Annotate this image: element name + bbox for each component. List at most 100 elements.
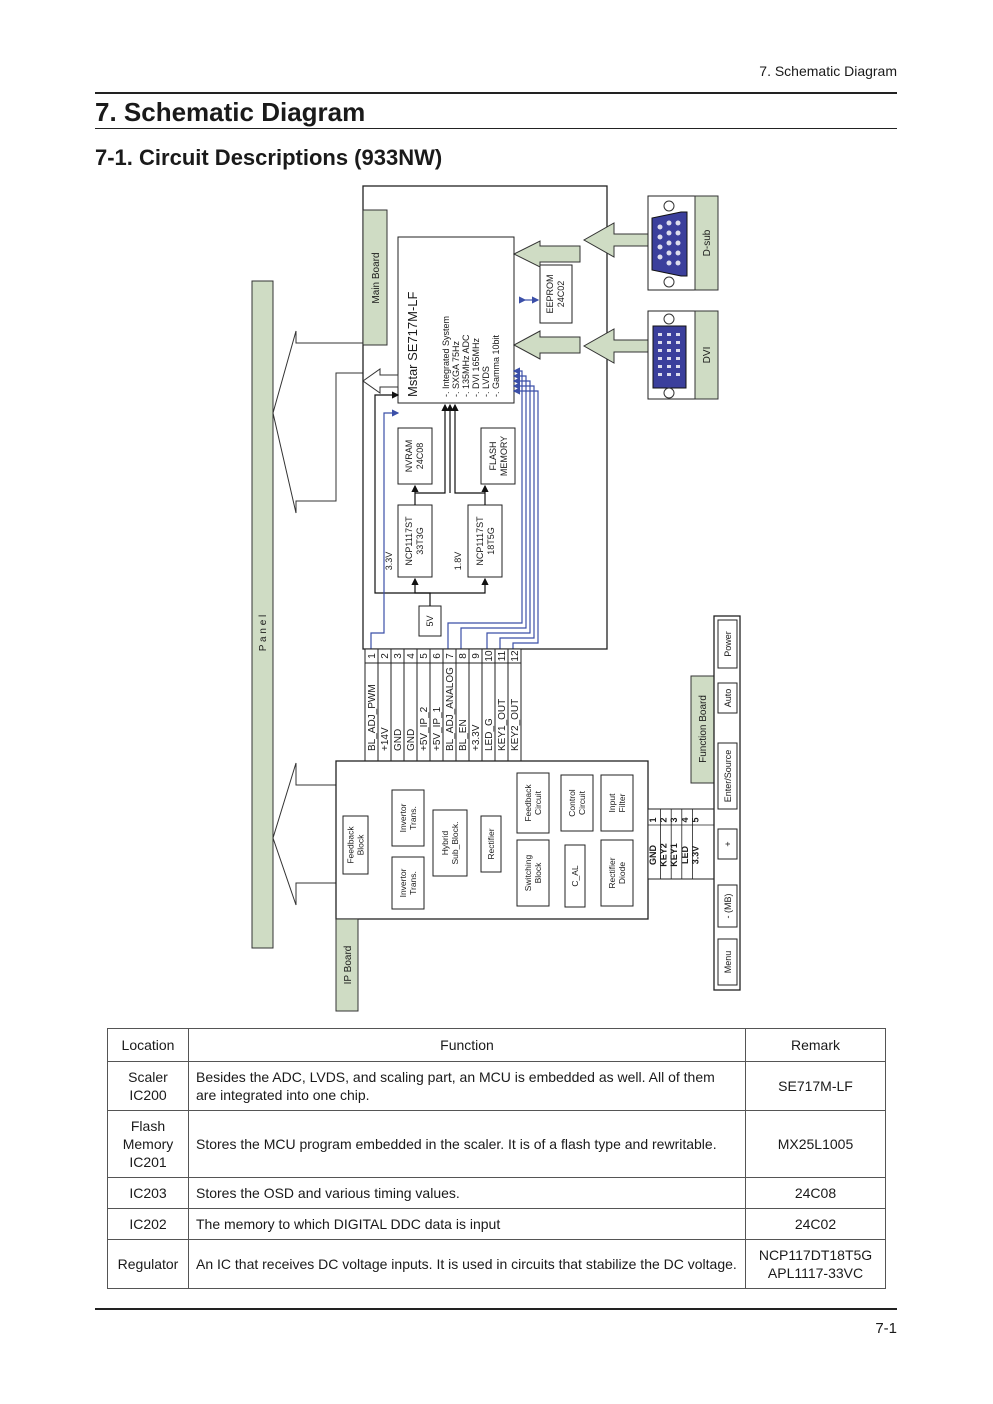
function-button-label: Auto [723, 689, 733, 708]
table-header-row: Location Function Remark [107, 1028, 886, 1062]
pin-number: 3 [393, 653, 404, 659]
ip-block-label: Block [533, 862, 543, 884]
ip-block-label: Switching [523, 855, 533, 892]
fb-pin-name: 3.3V [690, 846, 700, 865]
pin-name: BL_EN [458, 719, 469, 751]
function-button-2: Enter/Source [717, 742, 738, 810]
fb-pin-name: GND [648, 845, 658, 866]
running-header: 7. Schematic Diagram [759, 63, 897, 79]
col-remark: Remark [745, 1028, 886, 1062]
pin-name: KEY1_OUT [497, 699, 508, 751]
panel-block: P a n e l [251, 280, 274, 949]
function-button-label: Menu [723, 951, 733, 974]
scaler-feature-1: -. Integrated System [441, 316, 451, 397]
function-button-5: Menu [717, 938, 738, 986]
dvi-to-scaler-arrow [512, 328, 649, 364]
ip-block-label: Trans. [408, 871, 418, 895]
flash-label: FLASH [488, 441, 498, 470]
flash-label-2: MEMORY [499, 436, 509, 476]
section-title: 7-1. Circuit Descriptions (933NW) [95, 145, 443, 170]
pin-number: 11 [497, 650, 508, 661]
location-cell: IC203 [107, 1177, 189, 1209]
scaler-to-panel-arrow [362, 368, 399, 394]
fb-pin-number: 5 [690, 817, 700, 822]
ip-block-label: Sub_Block. [450, 822, 460, 865]
flash-memory-block: FLASH MEMORY [480, 427, 516, 485]
pin-name: LED_G [484, 718, 495, 751]
ip-block-label: Hybrid [440, 830, 450, 855]
dsub-to-scaler-arrow [512, 222, 649, 268]
reg1-label: NCP1117ST [404, 516, 414, 566]
pin-number: 6 [432, 653, 443, 659]
eeprom-label: EEPROM [545, 274, 555, 313]
function-button-label: + [723, 841, 733, 846]
function-button-1: Auto [717, 682, 738, 714]
pin-number: 4 [406, 653, 417, 659]
fb-pin-name: KEY1 [669, 843, 679, 867]
remark-cell-line: MX25L1005 [777, 1136, 854, 1152]
nvram-label: NVRAM [404, 440, 414, 473]
page-title: 7. Schematic Diagram [95, 92, 897, 129]
ip-block-label: Feedback [523, 784, 533, 822]
eeprom-part: 24C02 [556, 281, 566, 308]
5v-block: 5V [418, 605, 442, 637]
main-board-label: Main Board [371, 252, 382, 303]
pin-number: 2 [380, 653, 391, 659]
pin-columns: 1BL_ADJ_PWM2+14V3GND4GND5+5V_IP_26+5V_IP… [367, 649, 521, 766]
ip-block-label: Block [356, 834, 366, 856]
panel-label: P a n e l [258, 615, 269, 652]
pin-name: BL_ADJ_PWM [367, 684, 378, 751]
function-cell: An IC that receives DC voltage inputs. I… [188, 1239, 746, 1289]
ip-block-label: Diode [617, 862, 627, 884]
ip-block-rectifier: Rectifier [480, 815, 502, 873]
scaler-feature-6: -. Gamma 10bit [491, 334, 501, 397]
pin-name: KEY2_OUT [510, 699, 521, 751]
footer-rule [95, 1308, 897, 1310]
pin-name: +5V_IP_2 [419, 706, 430, 751]
fb-pin-number: 4 [680, 817, 690, 822]
v5-label: 5V [425, 615, 435, 626]
eeprom-block: EEPROM 24C02 [539, 264, 573, 324]
function-cell: Stores the OSD and various timing values… [188, 1177, 746, 1209]
function-button-label: Power [723, 631, 733, 657]
ip-block-label: Rectifier [607, 857, 617, 888]
dvi-connector: DVI [647, 310, 719, 400]
reg2-label: NCP1117ST [475, 516, 485, 566]
scaler-feature-2: -. SXGA 75Hz [451, 340, 461, 397]
fb-pin-name: LED [680, 845, 690, 864]
dsub-connector: D-sub [647, 195, 719, 291]
location-cell-line: Regulator [117, 1256, 179, 1272]
function-cell: Besides the ADC, LVDS, and scaling part,… [188, 1061, 746, 1111]
ip-block-label: Input [607, 793, 617, 813]
scaler-feature-4: -. DVI 165MHz [471, 337, 481, 397]
ip-block-label: Feedback [346, 826, 356, 864]
location-cell-line: Scaler [128, 1069, 168, 1085]
pin-number: 10 [484, 650, 495, 662]
location-cell-line: Memory [122, 1136, 174, 1152]
regulator-18v: NCP1117ST 18T5G 1.8V [453, 504, 503, 578]
dsub-label: D-sub [702, 229, 713, 256]
location-cell-line: IC200 [129, 1087, 167, 1103]
remark-cell: SE717M-LF [745, 1061, 886, 1111]
pin-name: GND [406, 729, 417, 751]
pin-number: 8 [458, 653, 469, 659]
pin-number: 12 [510, 650, 521, 662]
col-function: Function [188, 1028, 746, 1062]
scaler-feature-5: -. LVDS [481, 366, 491, 397]
ip-block-label: C_AL [570, 865, 580, 887]
fb-pin-name: KEY2 [659, 843, 669, 867]
remark-cell: 24C02 [745, 1208, 886, 1240]
function-button-0: Power [717, 619, 738, 669]
location-cell-line: IC202 [129, 1216, 167, 1232]
function-button-label: Enter/Source [723, 750, 733, 803]
